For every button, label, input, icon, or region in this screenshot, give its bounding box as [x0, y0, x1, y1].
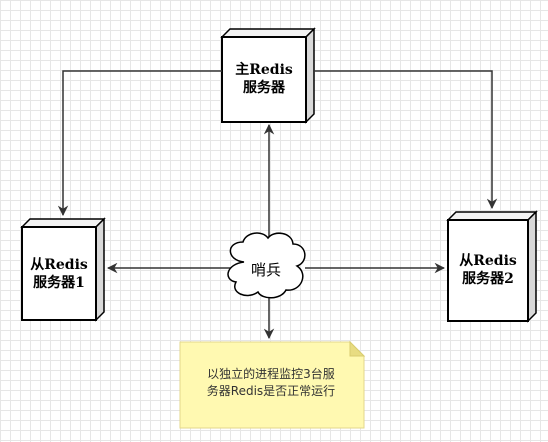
master-server-node[interactable]	[220, 27, 316, 124]
edge-master-to-slave2	[314, 70, 498, 210]
sentinel-cloud[interactable]	[227, 232, 306, 299]
note-line2: 务器Redis是否正常运行	[206, 384, 336, 398]
slave1-server-label: 从Redis 服务器1	[22, 256, 96, 292]
slave2-server-label: 从Redis 服务器2	[448, 252, 528, 288]
note-line1: 以独立的进程监控3台服	[207, 367, 335, 381]
master-server-line2: 服务器	[243, 80, 285, 96]
slave1-server-line1: 从Redis	[30, 257, 88, 273]
master-server-label: 主Redis 服务器	[222, 61, 306, 97]
note-text: 以独立的进程监控3台服 务器Redis是否正常运行	[186, 366, 356, 400]
master-server-line1: 主Redis	[235, 62, 293, 78]
edge-master-to-slave1	[57, 70, 222, 217]
slave2-server-line1: 从Redis	[459, 253, 517, 269]
note-card	[179, 340, 366, 429]
slave2-server-node[interactable]	[446, 210, 538, 323]
slave2-server-line2: 服务器2	[462, 271, 514, 287]
slave1-server-line2: 服务器1	[33, 275, 85, 291]
sentinel-label: 哨兵	[250, 261, 281, 279]
slave1-server-node[interactable]	[20, 217, 106, 322]
